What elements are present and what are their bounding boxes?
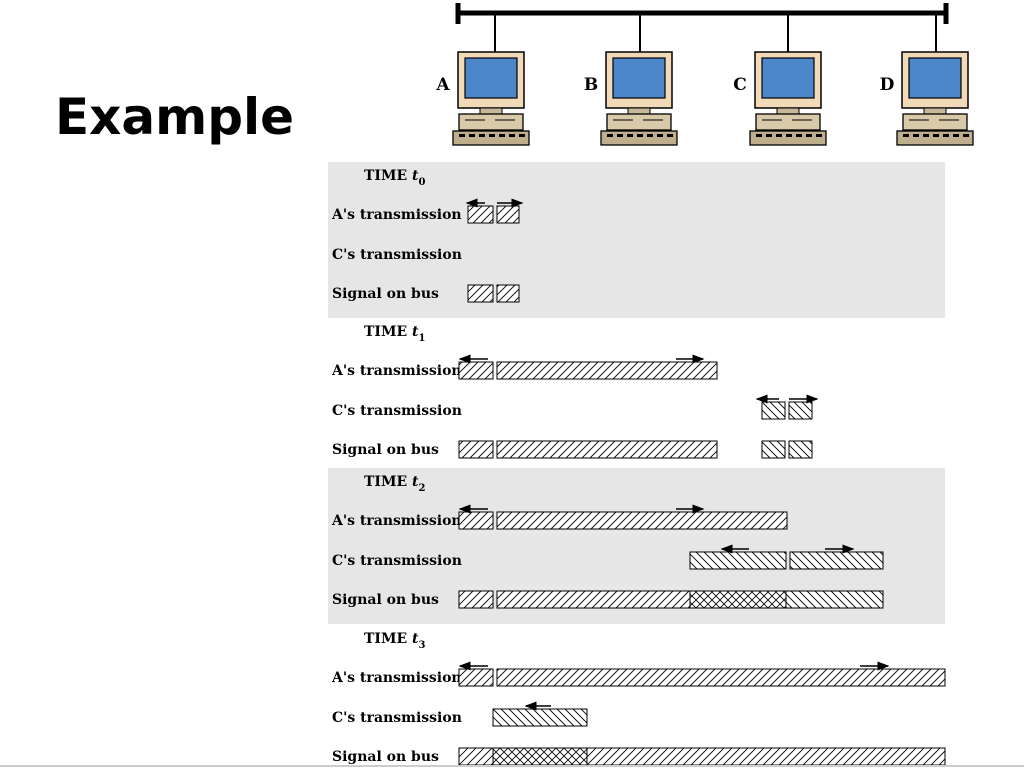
signal-segment (496, 511, 788, 530)
pc-d: D (880, 13, 974, 146)
row-label: Signal on bus (332, 442, 439, 458)
pc-b: B (584, 13, 678, 146)
pc-label: A (435, 75, 450, 95)
cpu-icon (755, 113, 821, 131)
signal-segment (458, 668, 494, 687)
keyboard-icon (452, 130, 530, 146)
monitor-screen (908, 57, 962, 99)
row-label: A's transmission (331, 363, 462, 379)
signal-segment (788, 401, 813, 420)
slide-title: Example (55, 88, 295, 146)
row-label: C's transmission (332, 553, 462, 569)
row-label: Signal on bus (332, 286, 439, 302)
panel-background (328, 162, 945, 318)
signal-segment (492, 747, 588, 766)
row-label: Signal on bus (332, 749, 439, 765)
signal-segment (586, 747, 946, 766)
signal-segment (467, 205, 494, 224)
time-label: TIME t0 (364, 168, 425, 188)
time-label: TIME t3 (364, 631, 425, 651)
row-label: A's transmission (331, 513, 462, 529)
time-label: TIME t1 (364, 324, 425, 344)
signal-segment (689, 590, 787, 609)
pc-label: D (880, 75, 895, 95)
pc-label: C (733, 75, 747, 95)
signal-segment (458, 361, 494, 380)
signal-segment (458, 511, 494, 530)
signal-segment (689, 551, 787, 570)
row-label: C's transmission (332, 710, 462, 726)
row-label: A's transmission (331, 207, 462, 223)
monitor-screen (464, 57, 518, 99)
monitor-screen (612, 57, 666, 99)
signal-segment (496, 361, 718, 380)
row-label: Signal on bus (332, 592, 439, 608)
signal-segment (789, 551, 884, 570)
signal-segment (761, 401, 786, 420)
signal-segment (458, 590, 494, 609)
pc-a: A (435, 13, 530, 146)
signal-segment (496, 284, 520, 303)
signal-segment (492, 708, 588, 727)
signal-segment (467, 284, 494, 303)
signal-segment (496, 668, 946, 687)
signal-segment (458, 747, 494, 766)
signal-segment (761, 440, 786, 459)
pc-c: C (733, 13, 827, 146)
keyboard-icon (896, 130, 974, 146)
signal-segment (458, 440, 494, 459)
signal-segment (788, 440, 813, 459)
cpu-icon (902, 113, 968, 131)
cpu-icon (606, 113, 672, 131)
row-label: A's transmission (331, 670, 462, 686)
time-label: TIME t2 (364, 474, 425, 494)
signal-segment (496, 205, 520, 224)
bus (455, 3, 949, 24)
signal-segment (785, 590, 884, 609)
network-stations: A B C D (435, 13, 974, 146)
keyboard-icon (600, 130, 678, 146)
keyboard-icon (749, 130, 827, 146)
signal-segment (496, 440, 718, 459)
signal-segment (496, 590, 691, 609)
monitor-screen (761, 57, 815, 99)
pc-label: B (584, 75, 598, 95)
cpu-icon (458, 113, 524, 131)
row-label: C's transmission (332, 247, 462, 263)
row-label: C's transmission (332, 403, 462, 419)
